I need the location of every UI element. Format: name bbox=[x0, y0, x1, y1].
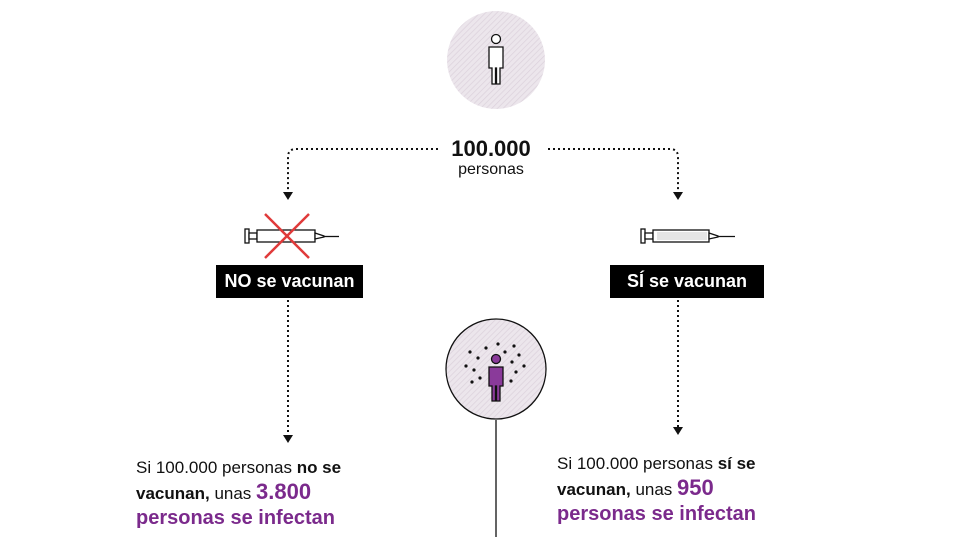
syringe-icon-right bbox=[640, 228, 735, 244]
infected-person-icon bbox=[488, 353, 504, 402]
result-no-vaccinated: Si 100.000 personas no se vacunan, unas … bbox=[136, 456, 396, 531]
result-tail: personas se infectan bbox=[557, 503, 756, 525]
infected-circle bbox=[445, 318, 547, 537]
yes-vaccinated-label: SÍ se vacunan bbox=[610, 265, 764, 298]
cross-icon bbox=[264, 213, 310, 259]
result-mid: unas bbox=[635, 480, 673, 499]
result-bold: sí se vacunan, bbox=[557, 454, 756, 499]
top-person-circle bbox=[447, 11, 545, 109]
result-prefix: Si 100.000 personas bbox=[136, 458, 292, 477]
result-number: 3.800 bbox=[256, 479, 312, 504]
virus-dots-icon bbox=[464, 342, 526, 384]
person-icon bbox=[488, 33, 504, 85]
no-vaccinated-label: NO se vacunan bbox=[216, 265, 363, 298]
total-population: 100.000 personas bbox=[426, 137, 556, 179]
total-unit: personas bbox=[458, 161, 524, 178]
total-number: 100.000 bbox=[451, 136, 531, 161]
result-yes-vaccinated: Si 100.000 personas sí se vacunan, unas … bbox=[557, 452, 817, 527]
result-tail: personas se infectan bbox=[136, 507, 335, 529]
result-mid: unas bbox=[214, 484, 252, 503]
result-number: 950 bbox=[677, 475, 714, 500]
arrowheads bbox=[283, 192, 683, 443]
result-prefix: Si 100.000 personas bbox=[557, 454, 713, 473]
syringe-icon-left bbox=[244, 213, 339, 259]
branch-lines bbox=[287, 148, 679, 436]
result-bold: no se vacunan, bbox=[136, 458, 342, 503]
